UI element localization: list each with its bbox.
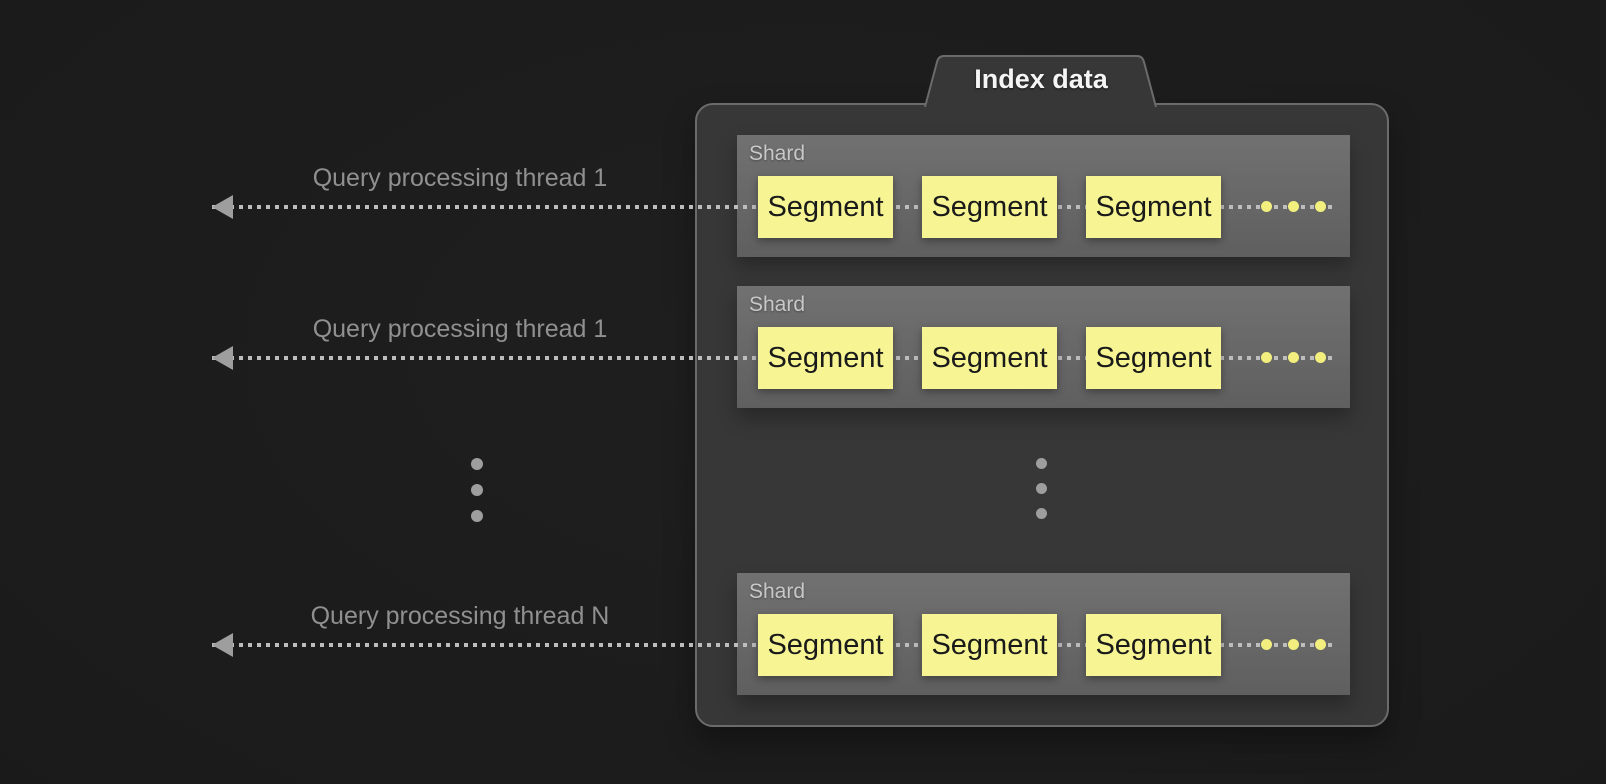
shard-box: Shard Segment Segment Segment bbox=[737, 135, 1350, 257]
segment-box: Segment bbox=[922, 327, 1057, 389]
index-data-tab-label: Index data bbox=[974, 64, 1108, 94]
segment-box: Segment bbox=[922, 614, 1057, 676]
arrow-left-icon bbox=[212, 195, 233, 219]
shard-box: Shard Segment Segment Segment bbox=[737, 573, 1350, 695]
query-thread-label: Query processing thread 1 bbox=[312, 164, 608, 192]
query-thread-label: Query processing thread 1 bbox=[312, 315, 608, 343]
vertical-ellipsis-icon bbox=[1036, 458, 1047, 519]
arrow-left-icon bbox=[212, 633, 233, 657]
segment-box: Segment bbox=[1086, 176, 1221, 238]
shard-label: Shard bbox=[749, 293, 806, 316]
segment-box: Segment bbox=[758, 327, 893, 389]
index-data-tab bbox=[924, 55, 1157, 107]
segment-ellipsis-icon bbox=[1261, 352, 1326, 363]
segment-box: Segment bbox=[1086, 327, 1221, 389]
segment-ellipsis-icon bbox=[1261, 639, 1326, 650]
query-thread-label: Query processing thread N bbox=[310, 602, 610, 630]
segment-box: Segment bbox=[758, 614, 893, 676]
segment-box: Segment bbox=[1086, 614, 1221, 676]
shard-label: Shard bbox=[749, 142, 806, 165]
segment-ellipsis-icon bbox=[1261, 201, 1326, 212]
segment-box: Segment bbox=[922, 176, 1057, 238]
vertical-ellipsis-icon bbox=[471, 458, 483, 522]
shard-label: Shard bbox=[749, 580, 806, 603]
segment-box: Segment bbox=[758, 176, 893, 238]
shard-box: Shard Segment Segment Segment bbox=[737, 286, 1350, 408]
arrow-left-icon bbox=[212, 346, 233, 370]
